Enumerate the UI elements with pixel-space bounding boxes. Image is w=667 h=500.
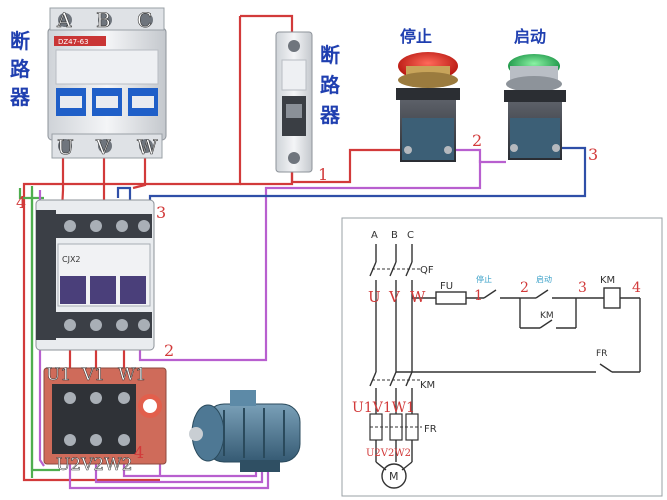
sch-km-main: KM — [420, 380, 435, 391]
sch-motor: M — [389, 470, 399, 483]
sch-v: V — [388, 288, 401, 306]
single-pole-breaker — [275, 31, 313, 173]
relay-u1: U1 — [46, 365, 71, 385]
sch-n4: 4 — [632, 280, 641, 296]
phase-b-label: B — [96, 8, 111, 32]
thermal-relay — [43, 367, 167, 465]
sch-km-contact: KM — [540, 311, 554, 321]
sch-qf: QF — [420, 265, 434, 276]
phase-u-label: U — [57, 135, 74, 159]
sch-w: W — [410, 288, 426, 306]
wire-number-2: 2 — [472, 131, 482, 150]
sch-fu: FU — [440, 281, 453, 292]
sch-phase-a: A — [371, 230, 378, 241]
sch-fr-main: FR — [424, 424, 437, 435]
relay-w1: W1 — [118, 365, 146, 385]
contactor-wire-number-4: 4 — [16, 193, 26, 212]
wire-number-3: 3 — [588, 145, 598, 164]
sch-start: 启动 — [536, 274, 552, 284]
relay-v1: V1 — [81, 365, 105, 385]
breaker2-label-char-2: 路 — [320, 73, 341, 97]
relay-u2v2w2: U2V2W2 — [56, 455, 133, 475]
phase-c-label: C — [137, 8, 152, 32]
stop-label: 停止 — [400, 27, 432, 46]
sch-terms-bottom: U2V2W2 — [366, 448, 411, 459]
phase-w-label: W — [137, 135, 158, 159]
stop-button — [396, 52, 460, 162]
sch-fr-contact: FR — [596, 349, 607, 359]
sch-n1: 1 — [474, 288, 483, 304]
sch-stop: 停止 — [476, 274, 492, 284]
sch-km-coil: KM — [600, 275, 615, 286]
breaker2-label-char-1: 断 — [320, 43, 340, 67]
breaker-brand: DZ47-63 — [58, 38, 89, 46]
contactor-brand: CJX2 — [62, 255, 81, 264]
phase-a-label: A — [56, 8, 72, 32]
sch-n2: 2 — [520, 280, 529, 296]
motor — [189, 390, 301, 472]
breaker2-label-char-3: 器 — [319, 103, 341, 127]
schematic-panel — [341, 217, 663, 497]
contactor-wire-number-2: 2 — [164, 341, 174, 360]
wires — [18, 14, 587, 490]
relay-wire-number-4: 4 — [134, 443, 144, 462]
sch-n3: 3 — [578, 280, 587, 296]
start-label: 启动 — [514, 27, 546, 46]
sch-phase-b: B — [391, 230, 398, 241]
breaker-label-char-3: 器 — [9, 85, 31, 109]
start-button — [504, 54, 566, 160]
wire-number-1: 1 — [318, 165, 328, 184]
sch-u: U — [368, 288, 381, 306]
contactor-wire-number-3: 3 — [156, 203, 166, 222]
sch-terms-top: U1V1W1 — [352, 400, 415, 416]
three-pole-breaker — [47, 7, 167, 159]
phase-v-label: V — [95, 135, 111, 159]
contactor — [35, 199, 155, 351]
breaker-label-char-2: 路 — [10, 57, 31, 81]
sch-phase-c: C — [407, 230, 414, 241]
breaker-label-char-1: 断 — [10, 29, 30, 53]
